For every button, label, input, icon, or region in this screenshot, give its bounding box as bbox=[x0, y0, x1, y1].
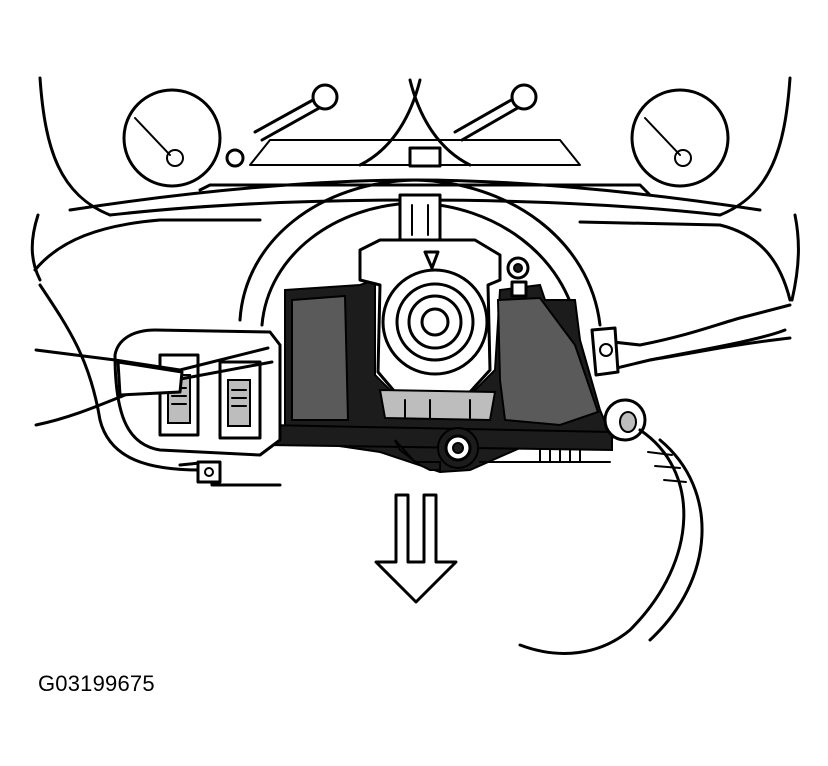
figure-code: G03199675 bbox=[38, 671, 155, 696]
retaining-screw bbox=[437, 427, 479, 469]
center-left-needle bbox=[253, 83, 339, 142]
left-pry-tool bbox=[34, 346, 274, 427]
right-pry-tool bbox=[590, 303, 792, 377]
left-gauge bbox=[122, 88, 245, 188]
center-right-needle bbox=[453, 83, 538, 142]
flange-details bbox=[479, 449, 611, 463]
clock-spring-housing bbox=[358, 238, 530, 394]
right-gauge bbox=[630, 88, 730, 188]
lower-left-mount bbox=[178, 460, 282, 487]
lower-bracket bbox=[378, 388, 497, 471]
dashboard-contours bbox=[30, 213, 800, 472]
shroud-clip bbox=[398, 193, 442, 242]
down-arrow-outline-icon bbox=[374, 493, 458, 604]
right-trim bbox=[518, 398, 704, 655]
